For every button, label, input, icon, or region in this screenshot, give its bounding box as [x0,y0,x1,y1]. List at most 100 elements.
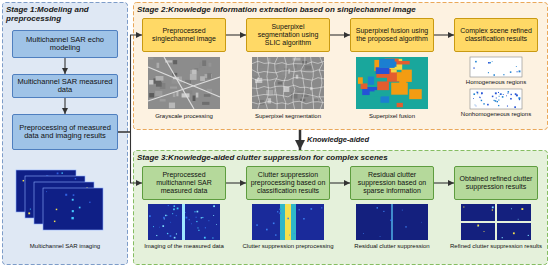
image-speckle [421,221,423,223]
image-speckle [213,205,215,207]
image-speckle [506,95,508,97]
image-speckle [498,105,499,106]
image-texture [156,82,162,87]
superpixel-fusion-image [356,57,428,109]
superpixel-boundary [252,101,324,104]
image-texture [199,62,201,68]
clutter-streak [182,204,185,240]
image-speckle [212,237,213,238]
image-speckle [208,220,210,222]
image-speckle [186,217,188,219]
image-speckle [475,105,477,107]
image-speckle [196,217,197,218]
image-texture [196,93,199,98]
image-speckle [156,235,157,236]
image-speckle [519,99,520,100]
refined-result-image [461,223,495,240]
image-speckle [508,91,509,92]
superpixel-boundary [252,61,324,64]
clutter-suppression-images [148,204,531,240]
image-speckle [202,217,203,218]
image-speckle [149,215,151,217]
image-texture [200,76,205,81]
image-speckle [163,217,165,219]
image-speckle [321,207,322,208]
stage-title: Stage 1:Modeling and preprocessing [2,2,128,23]
image-speckle [204,237,206,239]
image-texture [202,60,206,66]
image-speckle [503,74,504,75]
road-line [148,77,220,101]
image-speckle [514,106,516,108]
fused-region [409,89,422,99]
step-text: Superpixel segmentation using SLIC algor… [250,23,326,46]
image-caption: Superpixel segmentation [238,113,338,120]
process-box: Multichannel SAR measured data [12,74,118,98]
fused-region [377,81,389,91]
superpixel-boundary [266,57,269,109]
image-speckle [473,67,474,68]
sar-image-stack [16,170,103,230]
image-speckle [201,217,202,218]
image-texture [266,90,273,95]
image-speckle [491,61,493,63]
flow-arrow [434,34,454,35]
process-box: Complex scene refined classification res… [454,18,538,52]
preprocessing-image [252,204,324,240]
image-speckle [495,92,497,94]
flow-arrow [330,182,350,183]
step-text: Obtained refined clutter suppression res… [458,175,534,191]
image-speckle [401,209,403,211]
image-speckle [29,208,31,210]
image-texture [192,70,197,75]
step-text: Multichannel SAR measured data [16,78,114,95]
road-line [164,57,194,109]
image-speckle [173,208,175,210]
image-speckle [71,217,73,219]
fused-region [368,77,374,85]
image-texture [278,82,283,85]
image-speckle [493,74,495,76]
step-text: Residual clutter suppression based on sp… [354,171,430,194]
image-speckle [89,202,90,203]
image-texture [293,58,301,61]
image-texture [190,74,197,80]
flow-arrow [64,58,65,74]
image-speckle [168,205,169,206]
image-speckle [497,101,498,102]
sar-image [43,188,103,230]
image-texture [209,63,212,67]
image-speckle [303,218,305,220]
image-speckle [379,236,381,238]
image-texture [291,93,298,99]
image-speckle [273,222,275,224]
image-speckle [390,220,391,221]
image-speckle [177,208,179,210]
image-texture [296,75,298,79]
image-caption: Grayscale processing [134,113,234,120]
image-speckle [492,209,493,210]
flow-arrow [64,98,65,114]
image-speckle [517,218,519,220]
image-speckle [72,199,74,201]
image-speckle [488,72,489,73]
image-speckle [517,71,518,72]
image-speckle [507,92,509,94]
image-speckle [510,71,512,73]
refined-result-image [461,204,495,221]
image-speckle [205,227,206,228]
image-caption: Residual clutter suppression [342,243,442,250]
flow-arrow [434,182,454,183]
image-texture [284,87,290,92]
fused-region [379,59,394,68]
image-speckle [515,66,517,68]
grayscale-image [148,57,220,109]
refined-result-image [497,223,531,240]
image-speckle [492,96,494,98]
image-speckle [73,194,75,196]
classification-map [470,57,522,77]
stage-title: Stage 2:Knowledge information extraction… [133,2,548,14]
image-texture [294,64,297,69]
image-speckle [516,94,518,96]
fused-region [358,77,363,84]
